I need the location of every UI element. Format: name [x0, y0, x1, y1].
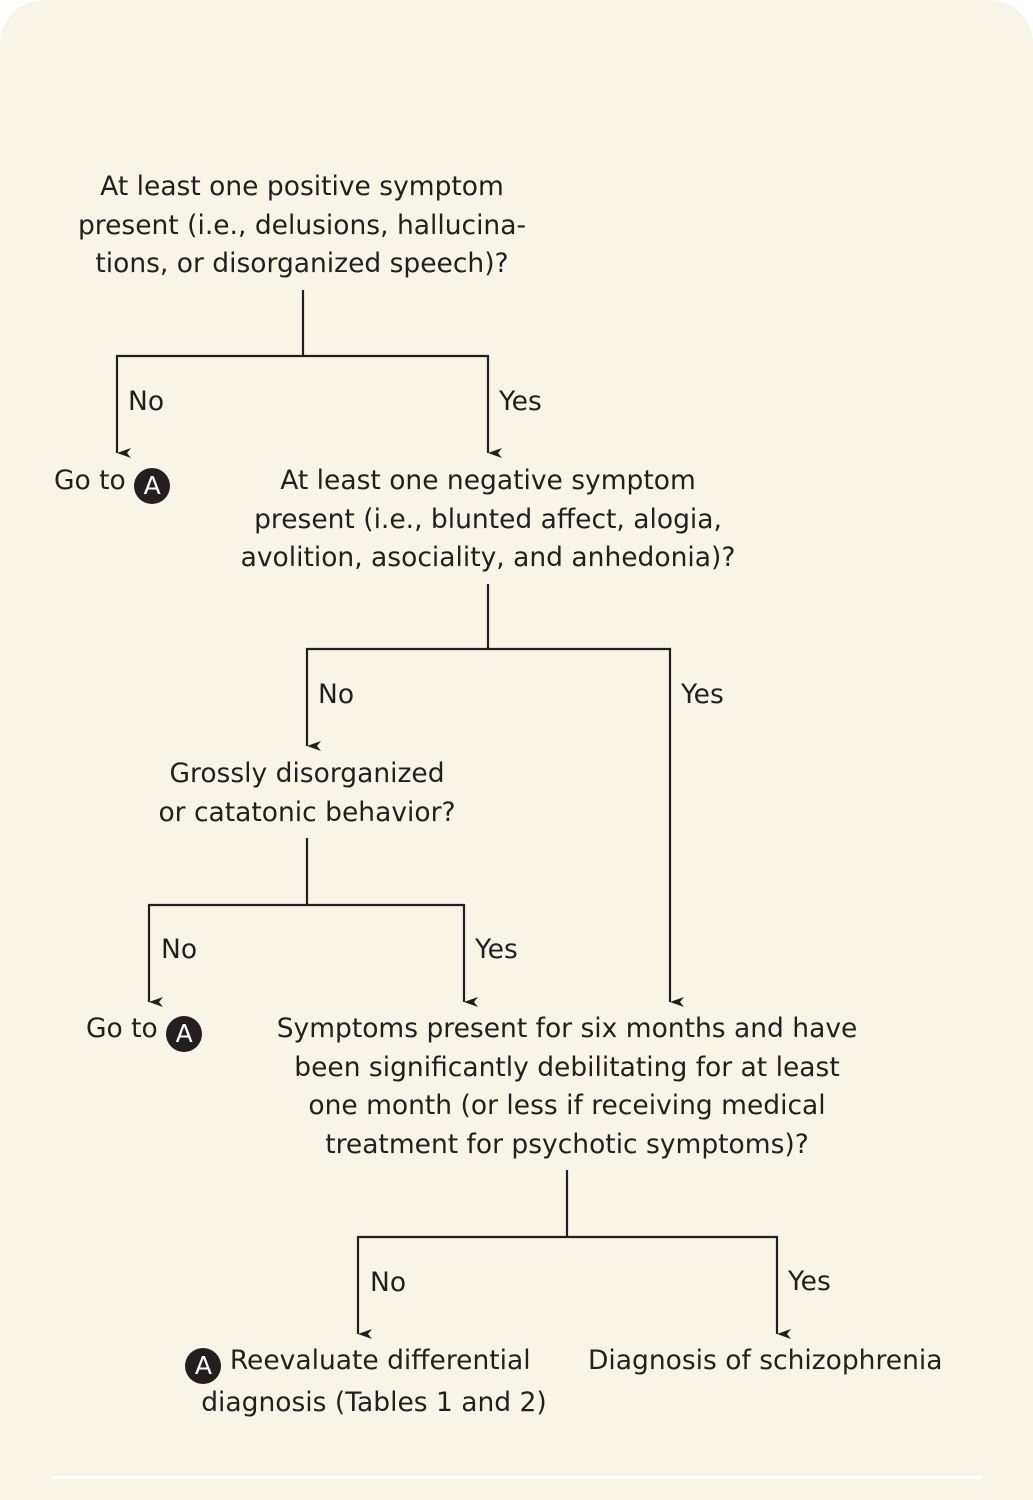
edge-label-negative-yes: Yes: [681, 679, 724, 710]
node-text-line: Symptoms present for six months and have: [276, 1013, 858, 1044]
bottom-divider: [52, 1476, 982, 1479]
edge-label-positive-yes: Yes: [499, 386, 542, 417]
edge-label-positive-no: No: [128, 386, 165, 417]
edge-label-disorganized-no: No: [161, 934, 198, 965]
goto-text: Go to: [54, 465, 126, 496]
node-text-line: At least one positive symptom: [100, 171, 504, 202]
reevaluate-line-1: Reevaluate differential: [229, 1345, 531, 1376]
node-text-line: one month (or less if receiving medical: [308, 1090, 826, 1121]
badge-a-icon: A: [166, 1016, 203, 1052]
node-text-line: At least one negative symptom: [280, 465, 696, 496]
node-diagnosis-schizophrenia: Diagnosis of schizophrenia: [588, 1345, 943, 1376]
node-text-line: or catatonic behavior?: [158, 796, 456, 828]
badge-a-icon: A: [185, 1348, 222, 1384]
edge-label-duration-no: No: [370, 1267, 407, 1298]
connector-disorganized-yes: [307, 903, 478, 1007]
node-symptom-duration: Symptoms present for six months and have…: [247, 1010, 887, 1164]
goto-text: Go to: [86, 1013, 158, 1044]
connector-positive-no: [115, 354, 303, 458]
node-text-line: tions, or disorganized speech)?: [95, 248, 509, 279]
connector-positive-yes: [303, 354, 502, 458]
node-text-line: present (i.e., blunted affect, alogia,: [254, 503, 722, 535]
node-text-line: treatment for psychotic symptoms)?: [325, 1128, 809, 1160]
node-text-line: A Reevaluate differential: [148, 1342, 568, 1384]
connector-disorganized-no: [147, 903, 307, 1007]
node-negative-symptom: At least one negative symptom present (i…: [213, 462, 763, 578]
node-text-line: Grossly disorganized: [169, 758, 445, 789]
node-positive-symptom: At least one positive symptom present (i…: [52, 168, 552, 284]
node-text-line: avolition, asociality, and anhedonia)?: [240, 542, 736, 573]
node-text-line: been significantly debilitating for at l…: [294, 1051, 840, 1083]
node-reevaluate-differential: A Reevaluate differential diagnosis (Tab…: [148, 1342, 568, 1423]
edge-label-negative-no: No: [318, 679, 355, 710]
badge-a-icon: A: [134, 468, 171, 504]
connector-duration-yes: [567, 1235, 791, 1339]
node-disorganized-behavior: Grossly disorganized or catatonic behavi…: [132, 755, 482, 832]
edge-label-disorganized-yes: Yes: [475, 934, 518, 965]
edge-label-duration-yes: Yes: [788, 1266, 831, 1297]
node-text-line: present (i.e., delusions, hallucina-: [77, 209, 527, 241]
node-goto-a-1: Go to A: [54, 464, 171, 504]
node-text-line: diagnosis (Tables 1 and 2): [201, 1387, 547, 1418]
node-goto-a-2: Go to A: [86, 1012, 203, 1052]
connector-duration-no: [356, 1235, 567, 1339]
connector-negative-yes: [488, 647, 684, 1007]
connector-negative-no: [305, 647, 488, 751]
